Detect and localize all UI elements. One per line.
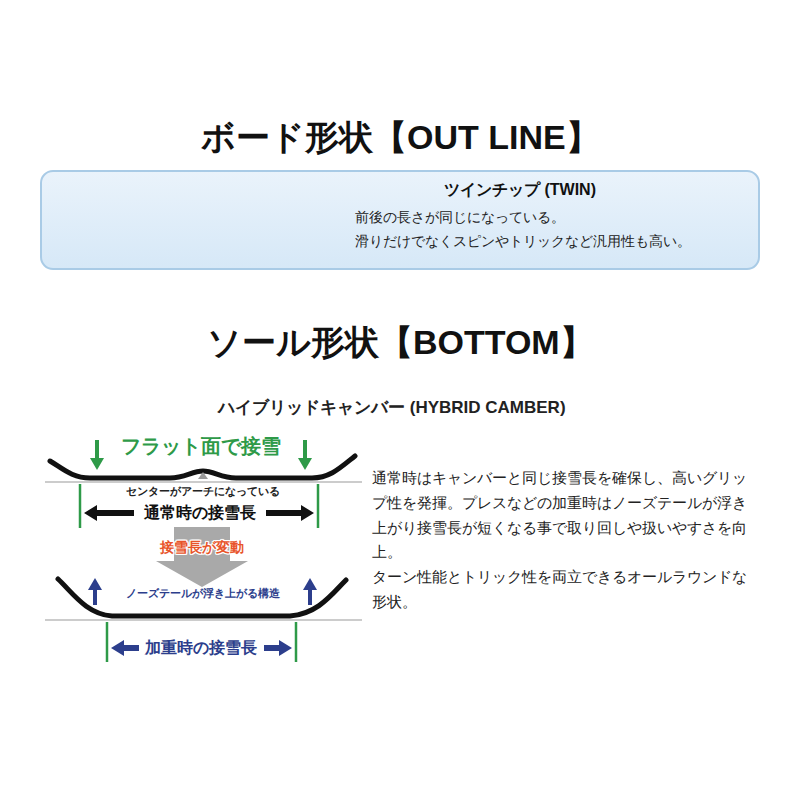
change-arrow: 接雪長が変動 — [150, 527, 254, 587]
description-text: ターン性能とトリック性を両立できるオールラウンドな形状。 — [372, 565, 750, 615]
sole-type-heading: ハイブリッドキャンバー (HYBRID CAMBER) — [218, 398, 566, 418]
flat-contact-label: フラット面で接雪 — [121, 434, 281, 458]
description-text: 通常時はキャンバーと同じ接雪長を確保し、高いグリップ性を発揮。プレスなどの加重時… — [372, 466, 750, 565]
outline-panel: ツインチップ (TWIN) 前後の長さが同じになっている。 滑りだけでなくスピンや… — [40, 170, 760, 270]
weighted-board — [45, 578, 362, 662]
shape-body: 前後の長さが同じになっている。 滑りだけでなくスピンやトリックなど汎用性も高い。 — [355, 206, 747, 254]
lift-note: ノーズテールが浮き上がる構造 — [126, 587, 280, 600]
arch-note: センターがアーチになっている — [126, 485, 280, 498]
weighted-contact-length: 加重時の接雪長 — [145, 638, 257, 657]
page-title: ボード形状【OUT LINE】 — [201, 117, 600, 158]
section-heading: ソール形状【BOTTOM】 — [207, 322, 594, 363]
arrow-shape — [150, 527, 254, 587]
change-label: 接雪長が変動 — [150, 539, 254, 556]
shape-heading: ツインチップ (TWIN) — [350, 180, 690, 199]
normal-contact-length: 通常時の接雪長 — [144, 503, 256, 522]
